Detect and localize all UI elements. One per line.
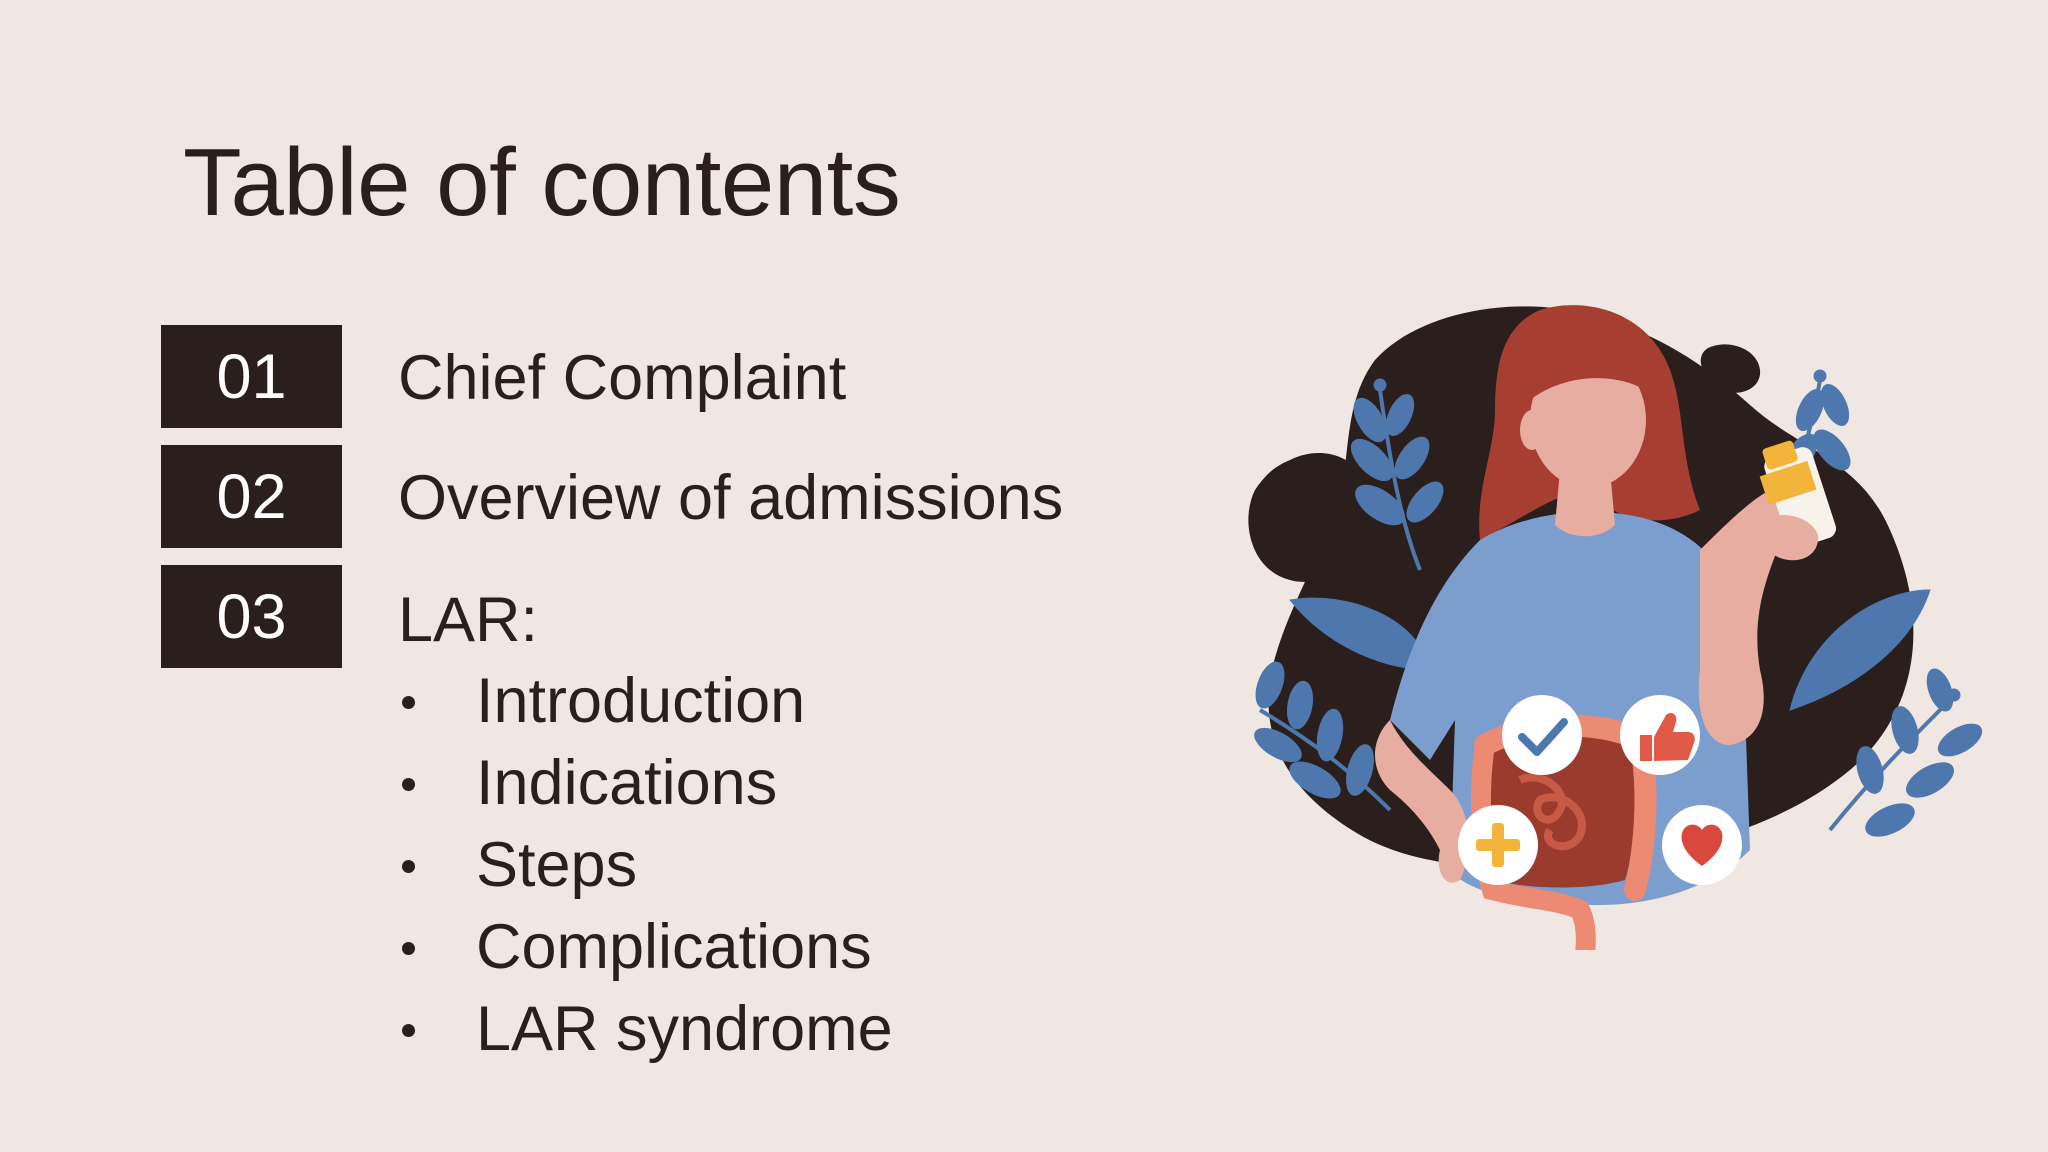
section-title-chief-complaint: Chief Complaint <box>398 343 847 413</box>
bullet-icon <box>402 778 415 791</box>
hair-bangs <box>1530 338 1648 400</box>
thumbs-up-icon <box>1620 695 1700 775</box>
list-item: Steps <box>398 824 893 906</box>
page-title: Table of contents <box>183 129 901 236</box>
list-item: Complications <box>398 906 893 988</box>
woman-gut-health-illustration <box>1248 305 1983 950</box>
bullet-icon <box>402 942 415 955</box>
list-item-label: Complications <box>476 912 872 982</box>
lar-subtopics-list: Introduction Indications Steps Complicat… <box>398 660 893 1070</box>
section-number-03: 03 <box>161 565 342 668</box>
neck <box>1555 470 1615 537</box>
hand-on-bottle <box>1759 515 1819 561</box>
left-leaf-branch <box>1350 378 1444 571</box>
list-item: LAR syndrome <box>398 988 893 1070</box>
heart-icon <box>1662 805 1742 885</box>
arm-raised <box>1698 489 1790 745</box>
section-title-lar: LAR: <box>398 585 539 655</box>
check-icon <box>1502 695 1582 775</box>
right-lower-leaves <box>1828 668 1983 837</box>
bullet-icon <box>402 696 415 709</box>
list-item-label: Indications <box>476 748 778 818</box>
section-number-01: 01 <box>161 325 342 428</box>
background-blob-small <box>1248 453 1371 582</box>
left-lower-leaves <box>1254 597 1431 812</box>
list-item-label: LAR syndrome <box>476 994 893 1064</box>
list-item: Indications <box>398 742 893 824</box>
ear <box>1520 410 1544 450</box>
section-title-overview-of-admissions: Overview of admissions <box>398 463 1064 533</box>
face <box>1530 352 1646 488</box>
arm-on-hip <box>1375 720 1469 883</box>
bullet-icon <box>402 1024 415 1037</box>
list-item-label: Introduction <box>476 666 806 736</box>
list-item: Introduction <box>398 660 893 742</box>
plus-icon <box>1458 805 1538 885</box>
list-item-label: Steps <box>476 830 638 900</box>
background-blob-ear <box>1700 344 1761 393</box>
bullet-icon <box>402 860 415 873</box>
section-number-02: 02 <box>161 445 342 548</box>
